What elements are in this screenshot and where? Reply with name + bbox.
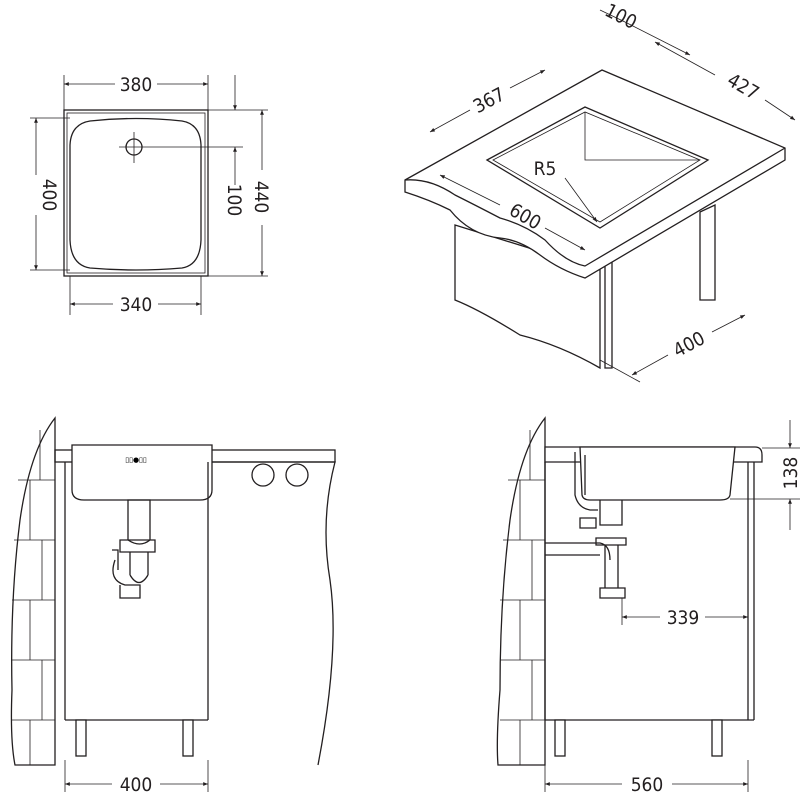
bowl-front <box>71 444 213 501</box>
dim-427: 427 <box>723 69 762 104</box>
side-view: 138 339 560 <box>496 416 800 796</box>
sink-outline <box>63 109 209 277</box>
svg-text:▯▯●▯▯: ▯▯●▯▯ <box>125 456 147 464</box>
dim-367: 367 <box>470 83 509 118</box>
bowl-outline <box>69 117 202 271</box>
dim-560: 560 <box>631 774 664 796</box>
countertop <box>404 69 786 279</box>
wall <box>10 416 56 766</box>
dim-340: 340 <box>120 294 153 316</box>
dim-138: 138 <box>780 457 800 490</box>
front-view: ▯▯●▯▯ 400 <box>10 416 336 796</box>
wall-side <box>496 416 546 766</box>
dim-100-top: 100 <box>601 0 640 34</box>
dim-339: 339 <box>667 607 700 629</box>
dim-380: 380 <box>120 74 153 96</box>
top-view: 380 400 100 440 340 <box>30 74 272 316</box>
dim-400-iso: 400 <box>670 327 709 362</box>
dim-440: 440 <box>250 181 272 214</box>
dim-r5: R5 <box>534 158 557 180</box>
dim-100: 100 <box>223 184 245 217</box>
bowl-opening <box>485 106 710 229</box>
bowl-side <box>579 446 736 501</box>
dim-400-front: 400 <box>120 774 153 796</box>
cutaway-edge <box>212 461 336 766</box>
isometric-view: 100 427 367 R5 600 400 <box>404 0 796 383</box>
dim-400: 400 <box>38 179 60 212</box>
